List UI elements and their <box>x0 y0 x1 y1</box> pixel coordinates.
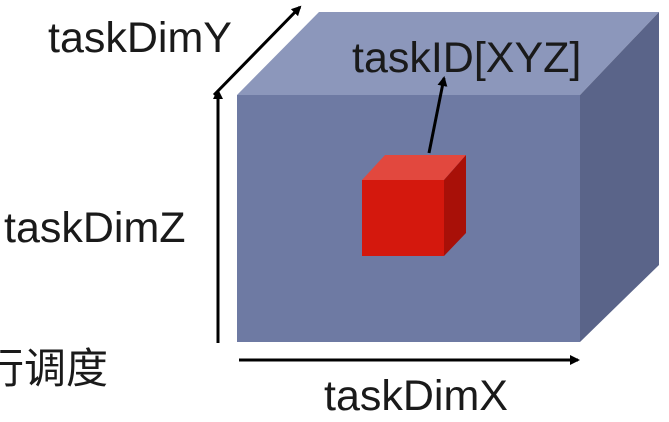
dim-z-label: taskDimZ <box>4 204 186 252</box>
task-cube-top-face <box>362 155 466 180</box>
dim-y-label: taskDimY <box>48 14 232 62</box>
task-id-label: taskID[XYZ] <box>352 34 581 82</box>
side-text: 行调度 <box>0 345 108 392</box>
task-cube-right-face <box>444 155 466 256</box>
grid-cube-right-face <box>580 12 659 342</box>
dim-y-arrow <box>212 5 302 97</box>
task-cube-front-face <box>362 180 444 256</box>
grid-cube-top-face <box>237 12 659 95</box>
task-cube <box>362 155 466 256</box>
task-id-pointer-arrow <box>427 76 448 154</box>
dim-x-label: taskDimX <box>324 372 508 420</box>
